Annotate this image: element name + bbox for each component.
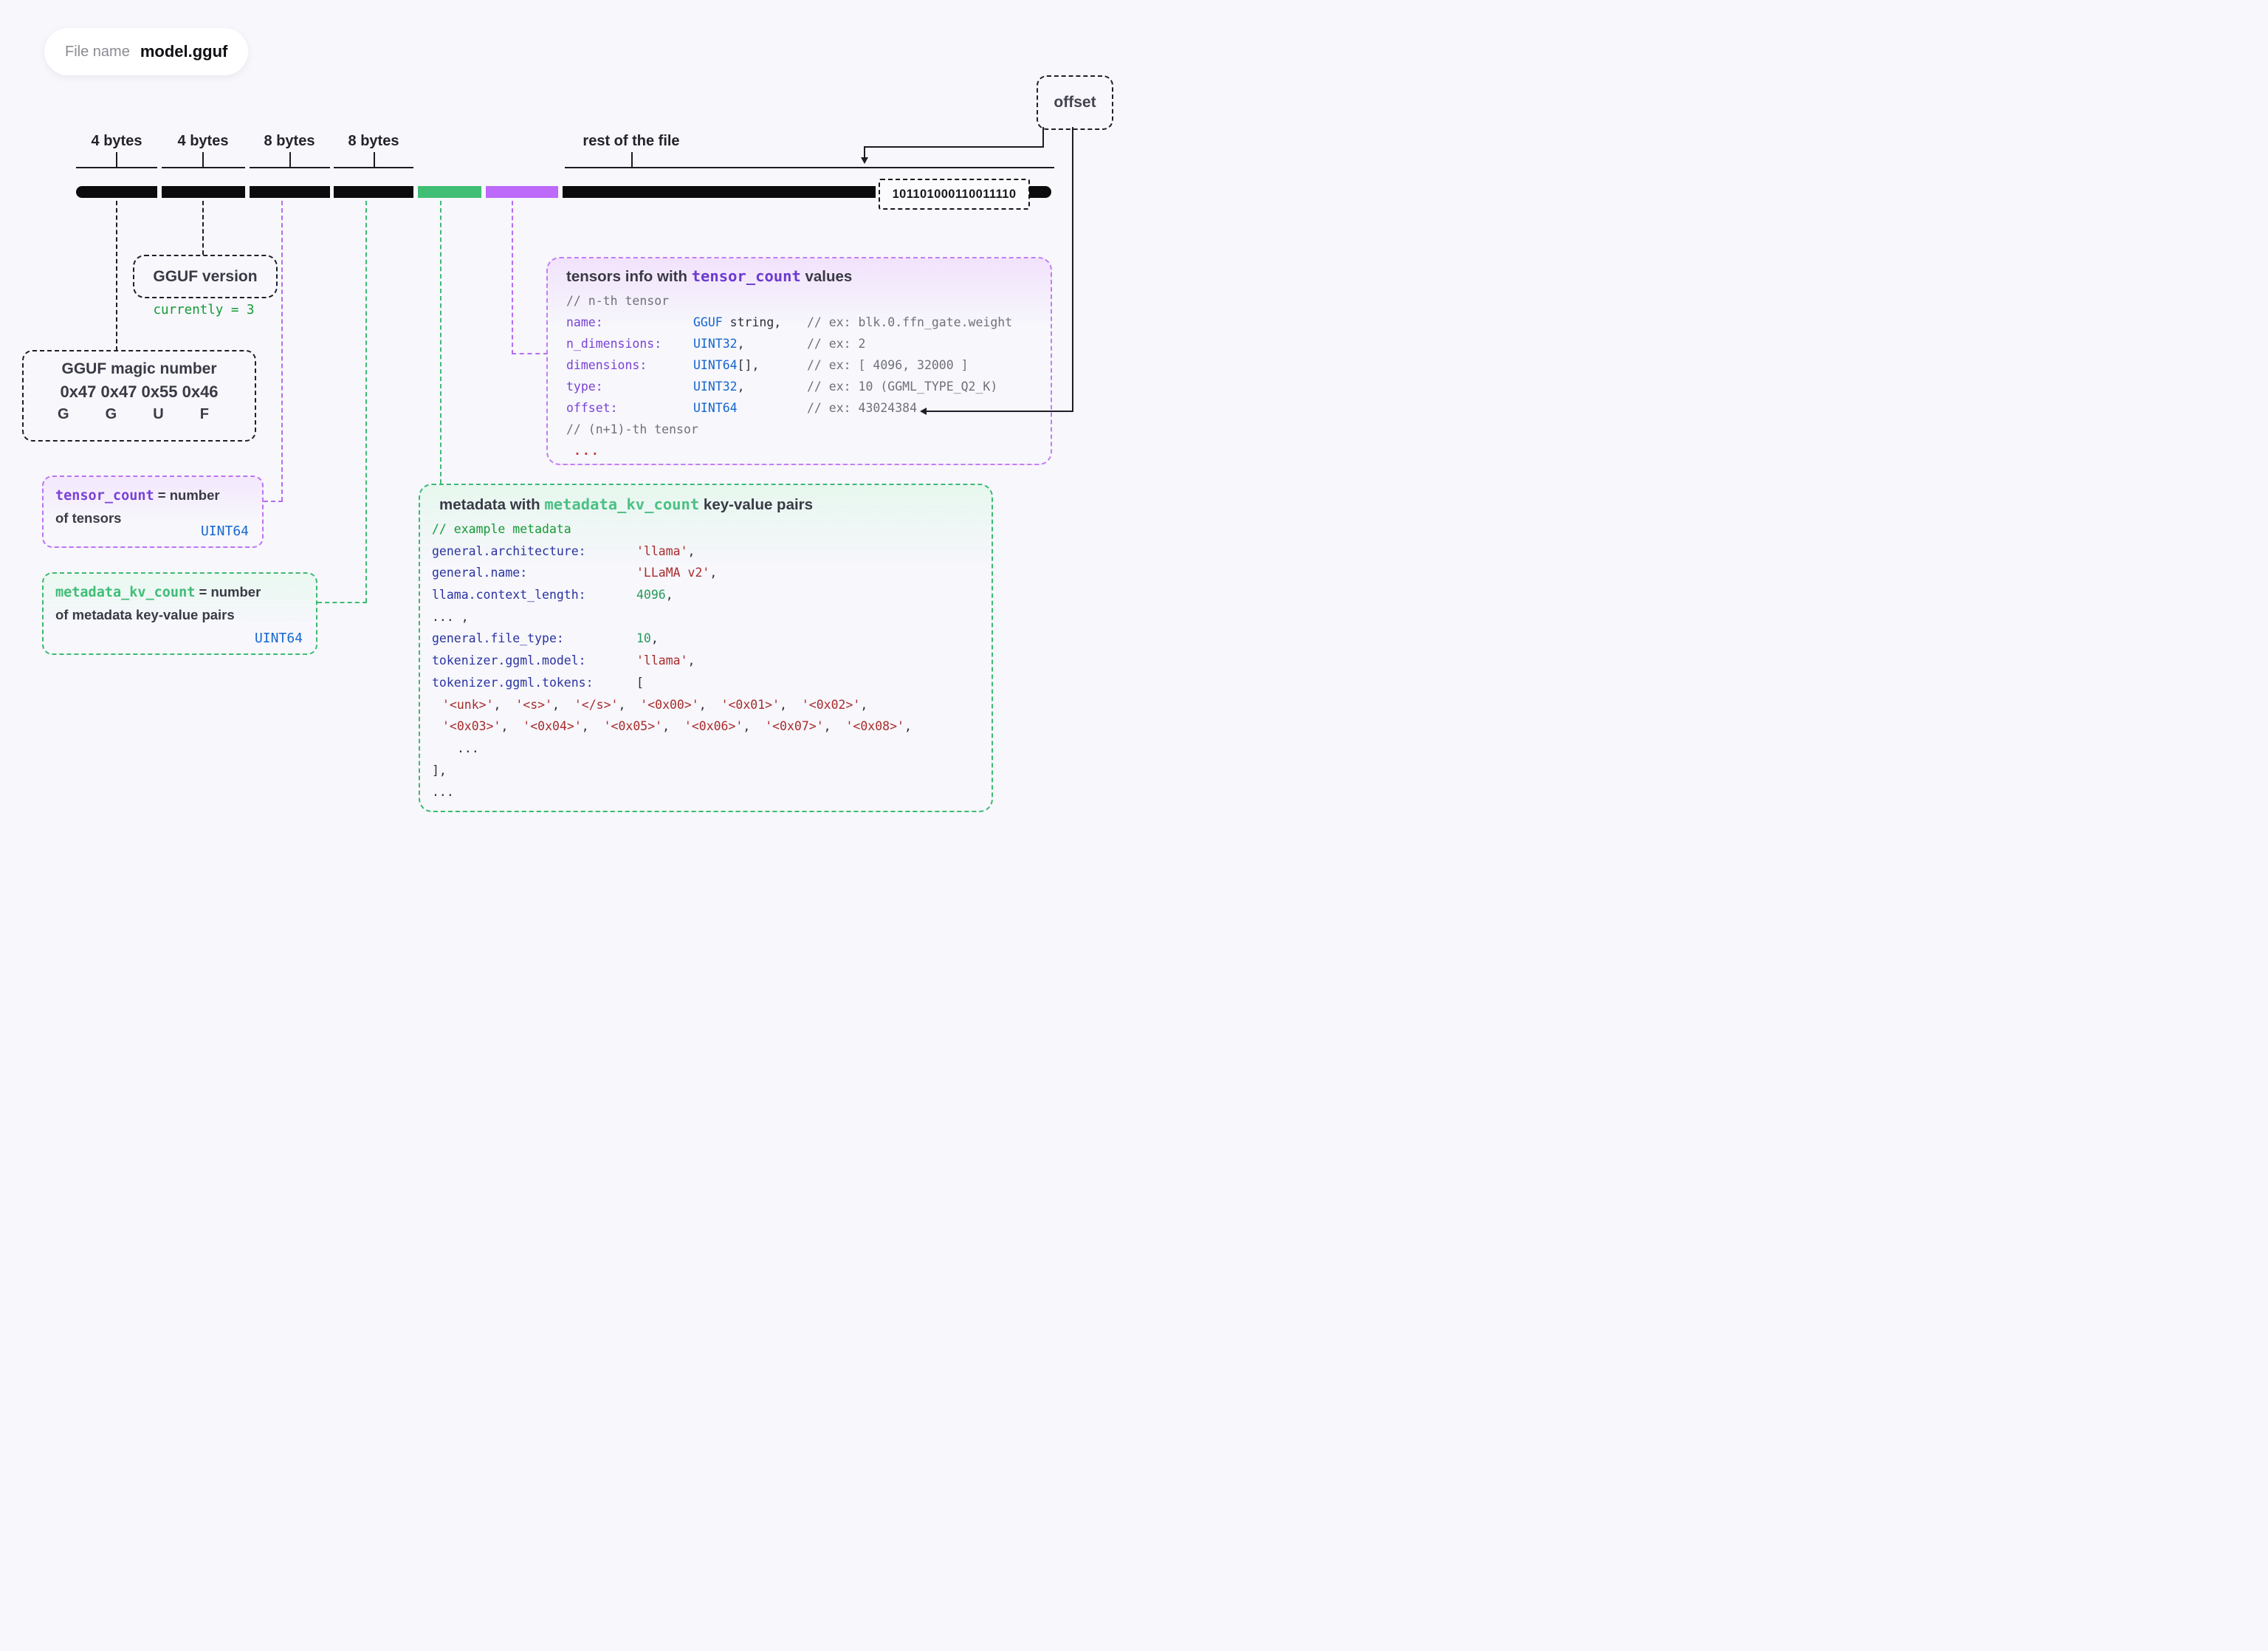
- bracket-line-1: [76, 167, 157, 168]
- bracket-label-rest-of-file: rest of the file: [583, 133, 680, 149]
- metadata-title-pre: metadata with: [439, 496, 545, 513]
- metadata-kv-count-box: metadata_kv_count = number of metadata k…: [42, 572, 317, 655]
- metadata-title: metadata with metadata_kv_count key-valu…: [432, 495, 978, 514]
- bar-segment-magic-number: [76, 186, 157, 198]
- gguf-format-diagram: File name model.gguf offset 4 bytes 4 by…: [0, 0, 1134, 826]
- binary-bits-box: 101101000110011110: [879, 179, 1030, 210]
- tensor-count-type: UINT64: [200, 524, 249, 539]
- metadata-code-row: llama.context_length:4096,: [432, 588, 673, 603]
- metadata-kv-count-line2: of metadata key-value pairs: [55, 607, 235, 622]
- magic-char-g1: G: [58, 406, 69, 422]
- tensor-count-eq: = number: [154, 487, 220, 503]
- tensors-code-row: name:GGUF string,// ex: blk.0.ffn_gate.w…: [566, 315, 1013, 329]
- bar-segment-rest-of-file: [563, 186, 876, 198]
- metadata-kv-count-eq: = number: [195, 584, 261, 600]
- offset-arrow-a-horizontal: [864, 146, 1044, 148]
- gguf-version-note: currently = 3: [153, 303, 255, 318]
- connector-metadata-box: [440, 201, 441, 484]
- connector-magic-number: [116, 201, 117, 351]
- file-name-pill: File name model.gguf: [44, 28, 249, 75]
- connector-tensors-box-jog: [512, 353, 548, 354]
- metadata-code-row: ... ,: [432, 609, 469, 624]
- magic-number-hex: 0x47 0x47 0x55 0x46: [60, 382, 219, 401]
- offset-arrow-a-drop: [1042, 127, 1044, 147]
- tensors-code-row: // n-th tensor: [566, 294, 670, 308]
- bracket-tick-5: [631, 152, 633, 167]
- connector-metadata-kv-count-vertical: [365, 201, 367, 603]
- tensors-title-pre: tensors info with: [566, 268, 692, 285]
- bar-segment-metadata: [418, 186, 481, 198]
- metadata-code: // example metadata general.architecture:…: [432, 518, 978, 803]
- metadata-code-row: '<0x03>', '<0x04>', '<0x05>', '<0x06>', …: [442, 719, 927, 734]
- connector-tensors-box-vertical: [512, 201, 513, 354]
- binary-bits-value: 101101000110011110: [892, 187, 1017, 201]
- offset-box-label: offset: [1054, 94, 1096, 111]
- metadata-title-post: key-value pairs: [699, 496, 814, 513]
- tensor-count-line2: of tensors: [55, 510, 122, 526]
- connector-tensor-count-jog: [264, 501, 283, 502]
- offset-arrow-a-arrowhead-icon: [861, 157, 868, 164]
- metadata-box: metadata with metadata_kv_count key-valu…: [419, 484, 993, 812]
- bracket-line-2: [162, 167, 245, 168]
- tensors-info-title: tensors info with tensor_count values: [566, 267, 1037, 286]
- bracket-line-5: [565, 167, 1054, 168]
- metadata-code-row: '<unk>', '<s>', '</s>', '<0x00>', '<0x01…: [442, 697, 883, 712]
- bracket-tick-3: [289, 152, 291, 167]
- tensors-code-row: dimensions:UINT64[],// ex: [ 4096, 32000…: [566, 358, 969, 372]
- metadata-kv-count-type: UINT64: [254, 631, 303, 646]
- metadata-code-row: // example metadata: [432, 522, 571, 536]
- tensors-info-box: tensors info with tensor_count values //…: [546, 257, 1052, 465]
- bar-segment-tensor-count: [250, 186, 330, 198]
- metadata-code-row: general.file_type:10,: [432, 631, 659, 646]
- tensors-code-row: n_dimensions:UINT32,// ex: 2: [566, 337, 866, 351]
- bracket-tick-2: [202, 152, 204, 167]
- tensors-title-keyword: tensor_count: [691, 267, 801, 285]
- offset-arrow-b-vertical: [1072, 127, 1073, 412]
- bracket-label-8bytes-1: 8 bytes: [264, 133, 315, 149]
- metadata-code-row: tokenizer.ggml.tokens:[: [432, 675, 644, 690]
- connector-tensor-count-vertical: [281, 201, 283, 501]
- bracket-label-4bytes-1: 4 bytes: [91, 133, 142, 149]
- connector-gguf-version: [202, 201, 204, 255]
- tensors-title-post: values: [800, 268, 853, 285]
- connector-metadata-kv-count-jog: [317, 602, 367, 603]
- metadata-code-row: ...: [432, 785, 454, 800]
- bracket-label-8bytes-2: 8 bytes: [348, 133, 399, 149]
- tensors-code-row: ...: [574, 444, 600, 458]
- magic-char-g2: G: [105, 406, 117, 422]
- bracket-tick-4: [374, 152, 375, 167]
- bracket-label-4bytes-2: 4 bytes: [177, 133, 229, 149]
- file-name-value: model.gguf: [140, 42, 228, 61]
- metadata-code-row: tokenizer.ggml.model:'llama',: [432, 653, 695, 668]
- tensor-count-box: tensor_count = number of tensors UINT64: [42, 476, 264, 548]
- magic-number-chars: G G U F: [24, 406, 255, 423]
- bracket-line-4: [334, 167, 413, 168]
- metadata-kv-count-keyword: metadata_kv_count: [55, 585, 196, 600]
- magic-number-title: GGUF magic number: [61, 360, 217, 377]
- metadata-code-row: general.name:'LLaMA v2',: [432, 566, 718, 580]
- metadata-code-row: general.architecture:'llama',: [432, 543, 695, 558]
- bar-segment-tensors-info: [486, 186, 558, 198]
- bar-segment-gguf-version: [162, 186, 245, 198]
- magic-char-f: F: [199, 406, 209, 422]
- tensors-code-row: // (n+1)-th tensor: [566, 422, 698, 436]
- gguf-version-title: GGUF version: [153, 267, 258, 285]
- metadata-title-keyword: metadata_kv_count: [544, 495, 700, 513]
- metadata-code-row: ],: [432, 763, 447, 778]
- offset-arrow-a-tail: [864, 146, 865, 158]
- offset-box: offset: [1037, 75, 1113, 130]
- bar-segment-metadata-kv-count: [334, 186, 413, 198]
- bracket-tick-1: [116, 152, 117, 167]
- gguf-version-box: GGUF version: [133, 255, 278, 298]
- bar-segment-end-cap: [1029, 186, 1051, 198]
- tensors-code-row: type:UINT32,// ex: 10 (GGML_TYPE_Q2_K): [566, 380, 998, 394]
- magic-char-u: U: [153, 406, 164, 422]
- gguf-magic-number-box: GGUF magic number 0x47 0x47 0x55 0x46 G …: [22, 350, 256, 442]
- metadata-code-row: ...: [457, 741, 479, 755]
- tensor-count-keyword: tensor_count: [55, 488, 154, 504]
- tensors-code-row: offset:UINT64// ex: 43024384: [566, 401, 918, 415]
- file-name-label: File name: [65, 43, 130, 60]
- tensors-code: // n-th tensor name:GGUF string,// ex: bl…: [566, 290, 1037, 461]
- bracket-line-3: [250, 167, 330, 168]
